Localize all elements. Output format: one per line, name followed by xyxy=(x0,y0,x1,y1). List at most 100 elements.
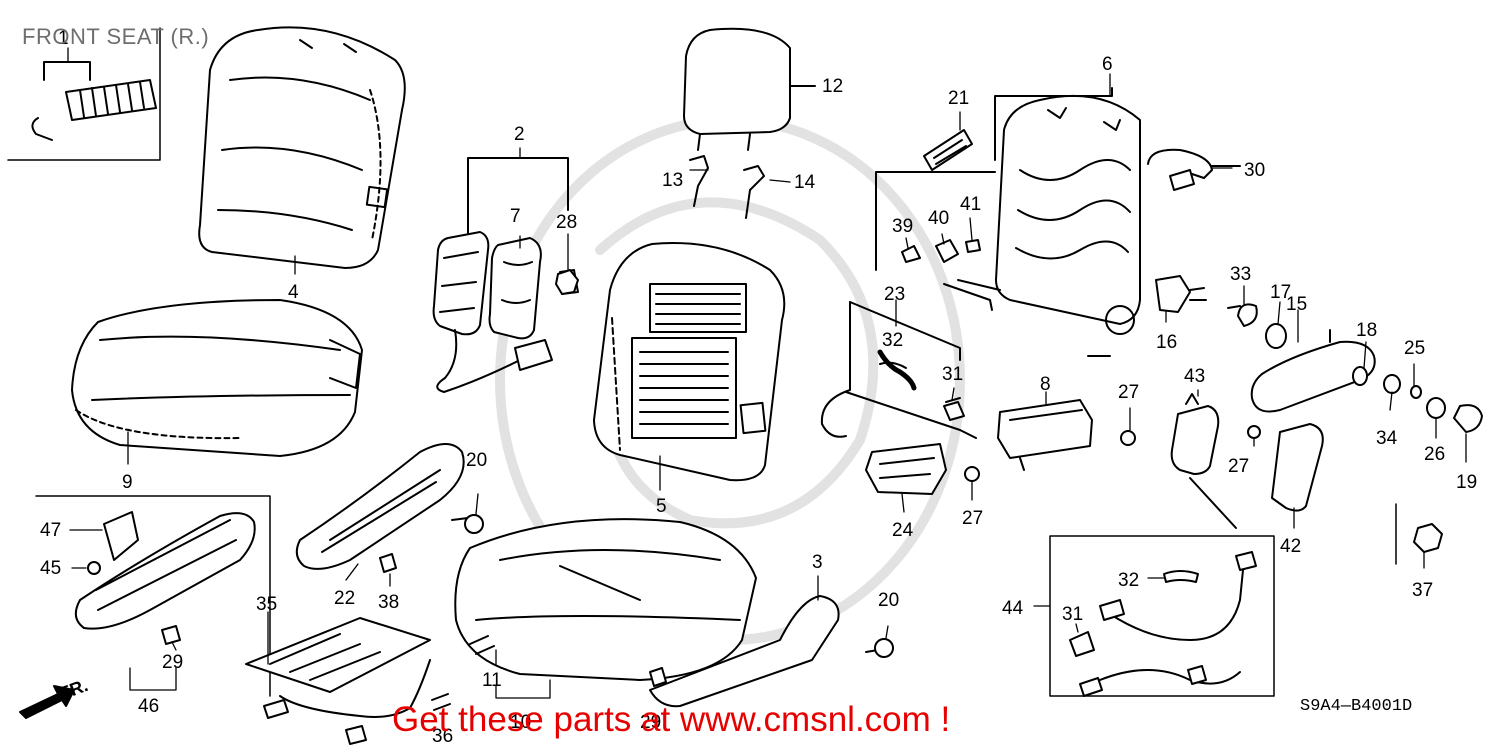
watermark-text: Get these parts at www.cmsnl.com ! xyxy=(392,700,951,739)
hardware-17-18-25-26-33-34-19 xyxy=(1227,303,1483,433)
callout-30: 30 xyxy=(1244,160,1265,181)
callout-26: 26 xyxy=(1424,444,1445,465)
callout-36: 36 xyxy=(432,726,453,747)
callout-20a: 20 xyxy=(466,450,487,471)
inset-frame-46 xyxy=(35,495,271,697)
drawing-code: S9A4—B4001D xyxy=(1300,697,1413,716)
seat-rail-22 xyxy=(295,443,465,570)
callout-41: 41 xyxy=(960,194,981,215)
callout-28: 28 xyxy=(556,212,577,233)
leader-lines xyxy=(67,47,1467,699)
callout-33: 33 xyxy=(1230,264,1251,285)
callout-19: 19 xyxy=(1456,472,1477,493)
clip-31b xyxy=(1069,631,1095,657)
callout-27b: 27 xyxy=(962,508,983,529)
callout-16: 16 xyxy=(1156,332,1177,353)
callout-44: 44 xyxy=(1002,598,1024,619)
seat-frame-46 xyxy=(74,511,256,630)
callout-38: 38 xyxy=(378,592,399,613)
bolt-20b xyxy=(865,638,894,658)
callout-46: 46 xyxy=(138,696,159,717)
callout-27c: 27 xyxy=(1228,456,1249,477)
callout-9: 9 xyxy=(122,472,133,493)
armrest-15 xyxy=(1250,329,1376,413)
callout-10: 10 xyxy=(510,712,531,733)
callout-43: 43 xyxy=(1184,366,1205,387)
callout-29b: 29 xyxy=(640,712,661,733)
side-trim-3 xyxy=(649,595,840,708)
callout-8: 8 xyxy=(1040,374,1051,395)
callout-29a: 29 xyxy=(162,652,183,673)
callout-42: 42 xyxy=(1280,536,1301,557)
seat-cushion-pad-10 xyxy=(454,518,757,681)
callout-5: 5 xyxy=(656,496,667,517)
clip-38 xyxy=(379,553,397,573)
callout-1: 1 xyxy=(58,28,69,49)
clip-32b xyxy=(1163,570,1199,583)
callout-31b: 31 xyxy=(1062,604,1083,625)
small-clips-39-40-41 xyxy=(901,239,981,263)
screw-27b xyxy=(964,466,980,482)
callout-labels: 1 2 3 4 5 6 7 8 9 10 11 12 13 14 15 16 1… xyxy=(40,28,1477,747)
callout-11: 11 xyxy=(482,670,502,691)
callout-23: 23 xyxy=(884,284,905,305)
clip-29b xyxy=(649,667,667,687)
actuator-43 xyxy=(1170,393,1237,529)
seat-back-frame-5 xyxy=(593,242,786,482)
harness-23 xyxy=(820,301,977,439)
cover-42 xyxy=(1271,423,1324,512)
callout-17: 17 xyxy=(1270,282,1291,303)
callout-14: 14 xyxy=(794,172,816,193)
clip-45 xyxy=(87,561,101,575)
callout-3: 3 xyxy=(812,552,823,573)
screw-27c xyxy=(1247,425,1261,439)
callout-25: 25 xyxy=(1404,338,1425,359)
callout-35: 35 xyxy=(256,594,277,615)
clip-32a xyxy=(879,361,907,369)
nut-37 xyxy=(1413,523,1443,553)
seat-cushion-cover-9 xyxy=(71,299,363,457)
clip-31a xyxy=(945,397,961,403)
heater-mat-35 xyxy=(245,617,431,745)
clip-29a xyxy=(161,625,181,645)
callout-34: 34 xyxy=(1376,428,1398,449)
nut-28 xyxy=(555,269,579,295)
direction-label: FR. xyxy=(57,675,91,704)
callout-12: 12 xyxy=(822,76,843,97)
callout-37: 37 xyxy=(1412,580,1433,601)
switch-16 xyxy=(1155,275,1207,313)
callout-4: 4 xyxy=(288,282,299,303)
headrest-12 xyxy=(683,27,816,219)
callout-6: 6 xyxy=(1102,54,1113,75)
front-direction-arrow xyxy=(19,685,75,719)
seat-back-trim-21 xyxy=(923,129,973,171)
callout-45: 45 xyxy=(40,558,61,579)
callout-15: 15 xyxy=(1286,294,1307,315)
callout-18: 18 xyxy=(1356,320,1377,341)
inset-frame-44 xyxy=(1049,535,1275,697)
seat-back-cover-4 xyxy=(198,26,406,269)
callout-39: 39 xyxy=(892,216,913,237)
inset-frame xyxy=(7,27,161,161)
callout-13: 13 xyxy=(662,170,683,191)
callout-22: 22 xyxy=(334,588,355,609)
callout-40: 40 xyxy=(928,208,949,229)
callout-21: 21 xyxy=(948,88,969,109)
clip-36 xyxy=(431,693,451,711)
module-24 xyxy=(865,443,947,495)
callout-24: 24 xyxy=(892,520,914,541)
callout-32b: 32 xyxy=(1118,570,1139,591)
harness-44 xyxy=(1079,551,1257,697)
screw-27a xyxy=(1120,430,1136,446)
callout-47: 47 xyxy=(40,520,61,541)
seat-back-frame-6 xyxy=(875,87,1141,357)
callout-31a: 31 xyxy=(942,364,963,385)
callout-2: 2 xyxy=(514,124,525,145)
clip-11 xyxy=(469,635,495,655)
callout-32a: 32 xyxy=(882,330,903,351)
callout-27a: 27 xyxy=(1118,382,1139,403)
bracket-8 xyxy=(997,399,1093,471)
bolt-20a xyxy=(451,514,484,534)
